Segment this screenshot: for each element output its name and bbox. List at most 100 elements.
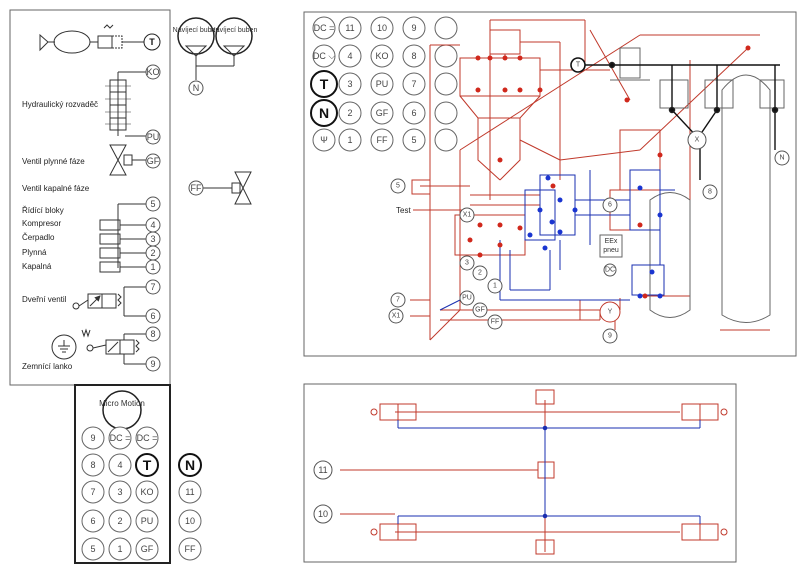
grid-4-0-label: Ψ [320, 135, 328, 145]
n-reel-badge[interactable] [188, 80, 204, 96]
grid-1-1-button[interactable] [338, 44, 362, 68]
keypad-side-2-button[interactable] [178, 509, 202, 533]
grid-2-2-button[interactable] [370, 72, 394, 96]
grid-1-2-label: KO [375, 51, 388, 61]
pu-badge[interactable] [145, 129, 161, 145]
grid-3-2-button[interactable] [370, 101, 394, 125]
grid-1-0-button[interactable] [312, 44, 336, 68]
grid-1-3-button[interactable] [402, 44, 426, 68]
node-y-label: Y [608, 309, 613, 316]
keypad-side-1-label: 11 [185, 487, 194, 497]
node-c7[interactable] [390, 292, 406, 308]
port-8-badge[interactable] [145, 326, 161, 342]
keypad-2-1-button[interactable] [108, 480, 132, 504]
node-c9[interactable] [602, 328, 618, 344]
node-c8[interactable] [702, 184, 718, 200]
keypad-1-2-label: T [143, 457, 152, 473]
reel-1[interactable] [177, 17, 215, 55]
grid-3-4-button[interactable] [434, 101, 458, 125]
port-9-badge[interactable] [145, 356, 161, 372]
grid-2-3-button[interactable] [402, 72, 426, 96]
reel-2-label: Navíjecí buben [211, 27, 258, 34]
gf-badge-label: GF [147, 156, 160, 166]
keypad-2-0-button[interactable] [81, 480, 105, 504]
block-1-badge[interactable] [145, 259, 161, 275]
grid-4-0-button[interactable] [312, 128, 336, 152]
keypad-1-1-button[interactable] [108, 453, 132, 477]
keypad-1-0-button[interactable] [81, 453, 105, 477]
grid-4-1-button[interactable] [338, 128, 362, 152]
keypad-4-0-button[interactable] [81, 537, 105, 561]
grid-0-2-label: 10 [377, 23, 387, 33]
ff-badge[interactable] [188, 180, 204, 196]
node-y[interactable] [599, 301, 621, 323]
bottom-blue-lines [397, 420, 701, 524]
port-6-badge[interactable] [145, 308, 161, 324]
keypad-3-2-button[interactable] [135, 509, 159, 533]
node-c6[interactable] [602, 197, 618, 213]
port-11-badge[interactable] [313, 460, 333, 480]
grid-1-2-button[interactable] [370, 44, 394, 68]
grid-3-1-button[interactable] [338, 101, 362, 125]
eex-pneu-box[interactable] [599, 234, 623, 258]
keypad-side-2-label: 10 [185, 516, 195, 526]
grid-2-4-button[interactable] [434, 72, 458, 96]
grid-4-3-button[interactable] [402, 128, 426, 152]
grid-1-3-label: 8 [411, 51, 416, 61]
keypad-4-1-button[interactable] [108, 537, 132, 561]
grid-3-3-button[interactable] [402, 101, 426, 125]
hydraulic-label: Hydraulický rozvaděč [22, 100, 98, 109]
grid-0-3-button[interactable] [402, 16, 426, 40]
node-dc[interactable] [603, 263, 617, 277]
node-x1b[interactable] [388, 308, 404, 324]
grid-2-0-button[interactable] [310, 70, 338, 98]
node-n[interactable] [774, 150, 790, 166]
keypad-3-1-button[interactable] [108, 509, 132, 533]
hydraulic-distributor [105, 71, 146, 137]
left-panel: T KO PU Hydraulický rozvaděč GF [9, 9, 171, 564]
node-c3[interactable] [459, 255, 475, 271]
keypad-0-2-button[interactable] [135, 426, 159, 450]
node-x1a[interactable] [459, 207, 475, 223]
keypad-4-2-button[interactable] [135, 537, 159, 561]
grid-2-1-button[interactable] [338, 72, 362, 96]
keypad-side-3-button[interactable] [178, 537, 202, 561]
keypad-3-2-label: PU [141, 516, 154, 526]
t-badge[interactable] [143, 33, 161, 51]
keypad-2-2-button[interactable] [135, 480, 159, 504]
node-gf[interactable] [472, 302, 488, 318]
node-pu[interactable] [459, 290, 475, 306]
grid-4-4-button[interactable] [434, 128, 458, 152]
node-c2[interactable] [472, 265, 488, 281]
node-ff[interactable] [487, 314, 503, 330]
grid-0-4-button[interactable] [434, 16, 458, 40]
keypad-3-0-button[interactable] [81, 509, 105, 533]
port-10-badge[interactable] [313, 504, 333, 524]
grid-4-2-button[interactable] [370, 128, 394, 152]
node-t[interactable] [570, 57, 586, 73]
keypad-side-0-button[interactable] [178, 453, 202, 477]
grid-1-4-button[interactable] [434, 44, 458, 68]
valve-5[interactable] [411, 179, 431, 195]
grid-0-1-button[interactable] [338, 16, 362, 40]
keypad-0-1-button[interactable] [108, 426, 132, 450]
keypad-0-0-button[interactable] [81, 426, 105, 450]
reel-1-label: Navíjecí buben [173, 27, 220, 34]
grid-3-0-button[interactable] [310, 99, 338, 127]
grid-0-2-button[interactable] [370, 16, 394, 40]
node-c2-label: 2 [478, 270, 482, 277]
node-c1[interactable] [487, 278, 503, 294]
micro-motion-button[interactable] [102, 390, 142, 430]
ko-badge[interactable] [145, 64, 161, 80]
grid-0-0-button[interactable] [312, 16, 336, 40]
supply-tank [39, 24, 145, 54]
gf-badge[interactable] [145, 153, 161, 169]
keypad-side-1-button[interactable] [178, 480, 202, 504]
block-5-badge[interactable] [145, 196, 161, 212]
reel-2[interactable] [215, 17, 253, 55]
keypad-1-2-button[interactable] [135, 453, 159, 477]
port-7-badge[interactable] [145, 279, 161, 295]
port-6-label: 6 [150, 311, 155, 321]
node-x[interactable] [687, 130, 707, 150]
node-c5[interactable] [390, 178, 406, 194]
